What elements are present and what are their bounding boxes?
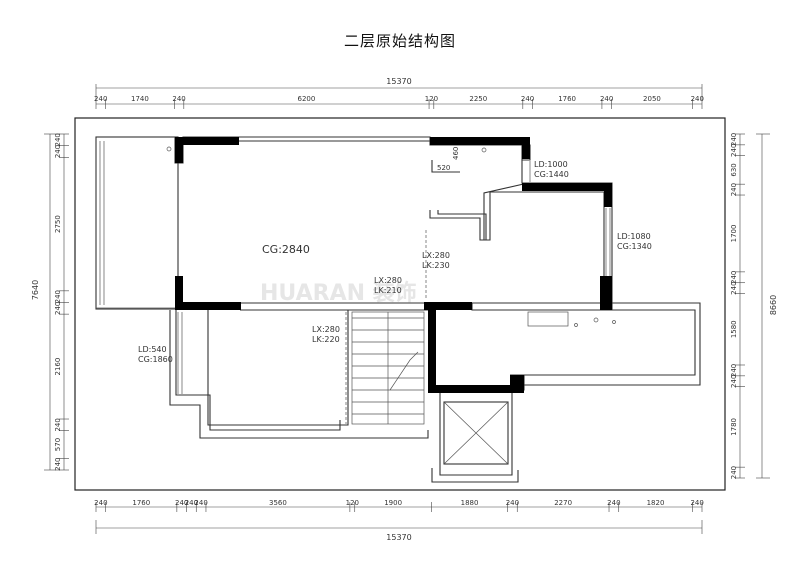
drawing-title: 二层原始结构图 xyxy=(343,32,456,50)
bottom-dim-label: 2270 xyxy=(554,499,572,507)
right-dim-label: 240 xyxy=(730,466,738,479)
window-east-ld: LD:1080 xyxy=(617,232,651,241)
top-dim-label: 2050 xyxy=(643,95,661,103)
right-dim-label: 240 xyxy=(730,375,738,388)
left-dim-label: 240 xyxy=(54,290,62,303)
right-total-dimension: 8660 xyxy=(769,295,778,315)
opening-c-lk: LK:220 xyxy=(312,335,340,344)
bottom-dim-label: 120 xyxy=(346,499,359,507)
bottom-dim-label: 1820 xyxy=(647,499,665,507)
drawing-frame xyxy=(74,117,726,491)
bottom-dim-label: 1900 xyxy=(384,499,402,507)
bottom-dim-label: 240 xyxy=(175,499,188,507)
top-dimension-chain: 15370 240 1740 240 6200 120 2250 240 1760 240 205… xyxy=(94,77,704,109)
opening-b-lx: LX:280 xyxy=(374,276,402,285)
right-dim-label: 240 xyxy=(730,271,738,284)
columns xyxy=(175,137,612,393)
bottom-dim-label: 3560 xyxy=(269,499,287,507)
top-dim-label: 6200 xyxy=(298,95,316,103)
bottom-dim-label: 240 xyxy=(185,499,198,507)
window-markers xyxy=(166,146,616,394)
top-dim-label: 240 xyxy=(691,95,704,103)
left-dim-label: 2750 xyxy=(54,215,62,233)
right-dim-label: 240 xyxy=(730,364,738,377)
left-dim-label: 240 xyxy=(54,133,62,146)
bottom-dim-label: 240 xyxy=(194,499,207,507)
opening-b-lk: LK:210 xyxy=(374,286,402,295)
window-left-cg: CG:1860 xyxy=(138,355,173,364)
top-dim-label: 2250 xyxy=(469,95,487,103)
right-dim-label: 1580 xyxy=(730,320,738,338)
beam-note: 520 xyxy=(437,164,450,172)
top-dim-label: 240 xyxy=(521,95,534,103)
right-dim-label: 240 xyxy=(730,144,738,157)
right-dim-label: 1780 xyxy=(730,418,738,436)
room-labels: CG:2840 LD:1000 CG:1440 LD:1080 CG:1340 … xyxy=(138,147,652,364)
top-dim-label: 240 xyxy=(94,95,107,103)
opening-a-lk: LK:230 xyxy=(422,261,450,270)
left-dim-label: 240 xyxy=(54,418,62,431)
bottom-dim-label: 1880 xyxy=(461,499,479,507)
window-right-cg: CG:1440 xyxy=(534,170,569,179)
left-dim-label: 240 xyxy=(54,457,62,470)
bottom-dim-label: 240 xyxy=(94,499,107,507)
left-dim-label: 240 xyxy=(54,302,62,315)
beam-note-2: 460 xyxy=(452,147,460,160)
right-dim-label: 240 xyxy=(730,183,738,196)
top-dim-label: 120 xyxy=(425,95,438,103)
left-dim-label: 2160 xyxy=(54,358,62,376)
bottom-dim-label: 240 xyxy=(607,499,620,507)
bottom-dim-label: 240 xyxy=(690,499,703,507)
stairs xyxy=(345,230,427,425)
right-dim-label: 240 xyxy=(730,133,738,146)
right-dim-label: 1700 xyxy=(730,225,738,243)
right-dimension-chain: 240240630240170024024015802402401780240 … xyxy=(730,133,778,480)
window-left-ld: LD:540 xyxy=(138,345,167,354)
bottom-total-dimension: 15370 xyxy=(386,533,411,542)
opening-a-lx: LX:280 xyxy=(422,251,450,260)
right-dim-label: 240 xyxy=(730,281,738,294)
watermark: HUARAN 装饰 xyxy=(260,280,417,306)
left-total-dimension: 7640 xyxy=(31,280,40,300)
bottom-dim-label: 1760 xyxy=(132,499,150,507)
left-dim-label: 570 xyxy=(54,438,62,451)
top-dim-label: 1740 xyxy=(131,95,149,103)
left-dim-label: 240 xyxy=(54,145,62,158)
top-dim-label: 1760 xyxy=(558,95,576,103)
window-east-cg: CG:1340 xyxy=(617,242,652,251)
window-right-ld: LD:1000 xyxy=(534,160,568,169)
opening-c-lx: LX:280 xyxy=(312,325,340,334)
main-ceiling-label: CG:2840 xyxy=(262,243,310,256)
top-dim-label: 240 xyxy=(172,95,185,103)
top-dim-label: 240 xyxy=(600,95,613,103)
bottom-dim-label: 240 xyxy=(506,499,519,507)
top-total-dimension: 15370 xyxy=(386,77,411,86)
right-dim-label: 630 xyxy=(730,163,738,176)
